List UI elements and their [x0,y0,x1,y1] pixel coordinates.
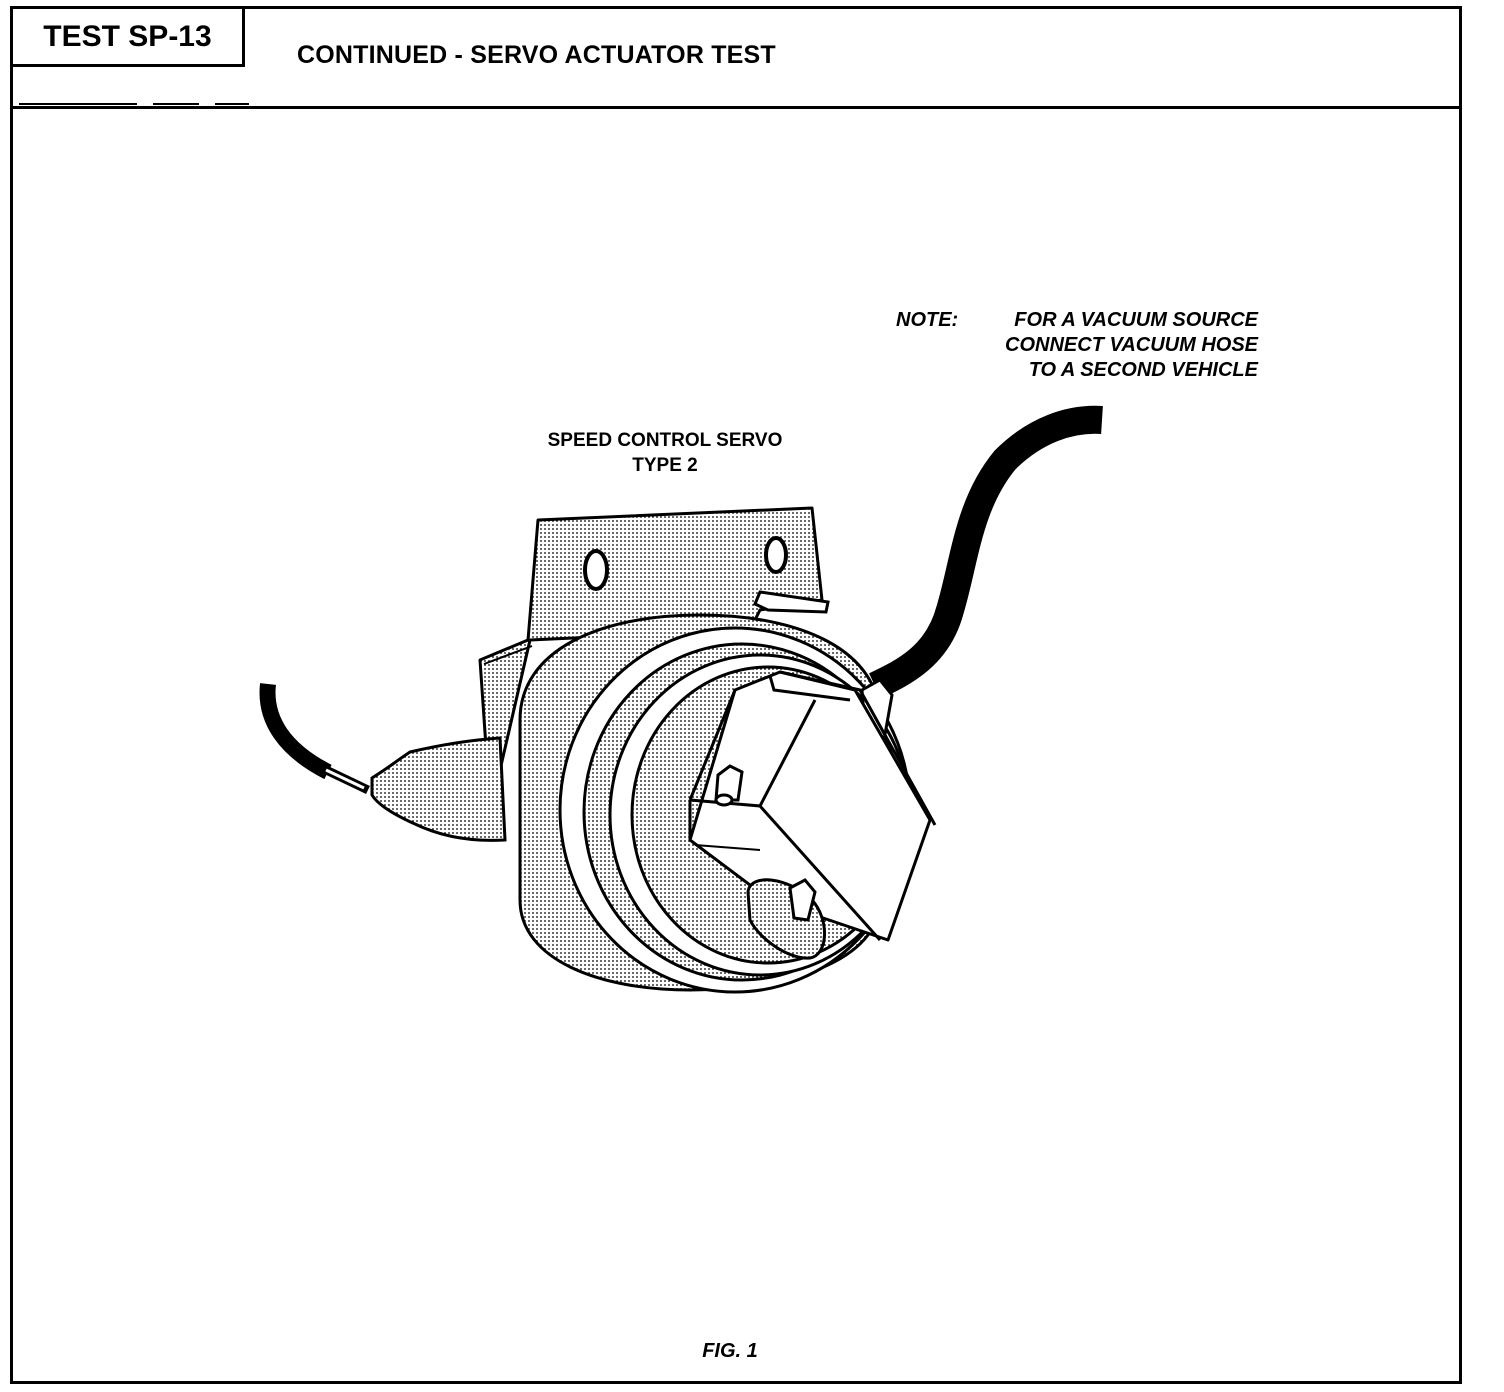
note-line-3: TO A SECOND VEHICLE [896,358,1258,383]
electrical-connector [688,670,937,960]
note-text-3: TO A SECOND VEHICLE [1028,359,1258,381]
note-prefix: NOTE: [896,309,959,331]
vacuum-note: NOTE: FOR A VACUUM SOURCE CONNECT VACUUM… [896,308,1258,383]
note-line-1: NOTE: FOR A VACUUM SOURCE [896,308,1258,333]
servo-label-line2: TYPE 2 [632,455,698,476]
page-frame: TEST SP-13 CONTINUED - SERVO ACTUATOR TE… [10,6,1462,1384]
note-text-2: CONNECT VACUUM HOSE [1005,334,1258,356]
note-text-1: FOR A VACUUM SOURCE [1014,309,1258,331]
vacuum-hose [869,405,1103,699]
header-bar: TEST SP-13 CONTINUED - SERVO ACTUATOR TE… [13,9,1459,109]
actuator-cable [259,683,370,795]
test-id: TEST SP-13 [43,19,212,53]
servo-label: SPEED CONTROL SERVO TYPE 2 [500,428,830,478]
note-line-2: CONNECT VACUUM HOSE [896,333,1258,358]
header-dashes [19,103,249,105]
test-id-box: TEST SP-13 [13,9,245,67]
page-title: CONTINUED - SERVO ACTUATOR TEST [297,41,776,69]
mounting-bracket [478,506,830,778]
servo-label-line1: SPEED CONTROL SERVO [547,430,783,451]
cable-boot [370,736,507,842]
figure-caption: FIG. 1 [702,1340,758,1362]
